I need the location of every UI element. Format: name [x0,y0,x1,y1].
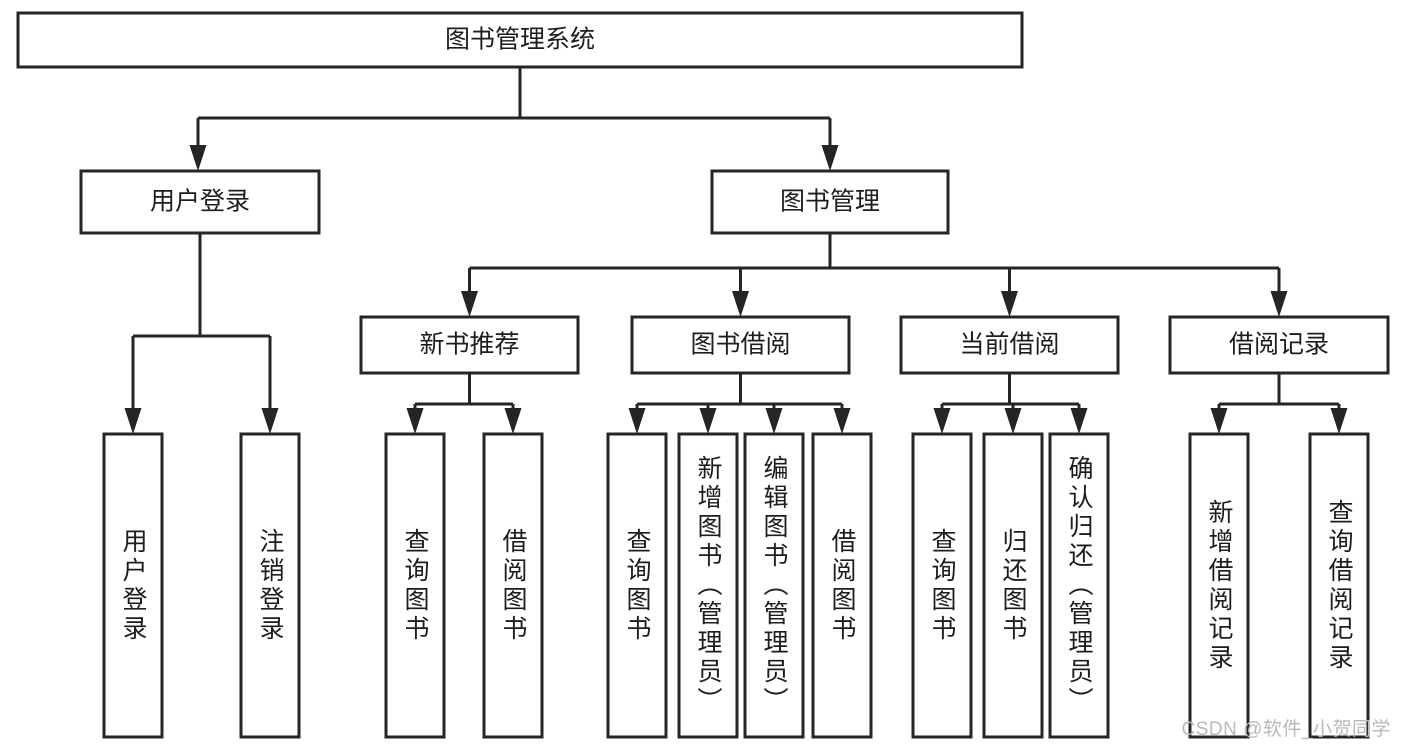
node-leaf-2[interactable] [384,432,446,739]
node-level2-1-rect [710,169,950,235]
node-leaf-6[interactable] [743,432,805,739]
node-leaf-7-rect [811,432,873,739]
node-level3-3-label: 借阅记录 [1229,331,1329,359]
edge-mgmt-to-l3-1-head [732,291,749,317]
node-level3-1-rect [630,315,851,375]
node-leaf-1[interactable] [239,432,301,739]
node-leaf-5-rect [677,432,739,739]
edge-leaf-12-head [1330,408,1348,434]
node-level3-0-rect [359,315,580,375]
node-leaf-11-rect [1188,432,1250,739]
edge-root-to-l2-0-head [189,145,207,171]
edge-leaf-10-head [1070,408,1088,434]
node-level3-0[interactable] [359,315,580,375]
node-leaf-6-rect [743,432,805,739]
node-leaf-11[interactable] [1188,432,1250,739]
node-leaf-12-rect [1308,432,1370,739]
node-leaf-12[interactable] [1308,432,1370,739]
edge-leaf-5-head [699,408,717,434]
node-level3-3-rect [1168,315,1390,375]
node-leaf-10[interactable] [1048,432,1110,739]
node-root-rect [16,11,1024,69]
node-leaf-10-rect [1048,432,1110,739]
node-level3-2-label: 当前借阅 [959,331,1059,359]
edge-root-to-l2-1-head [821,145,839,171]
node-leaf-9[interactable] [982,432,1044,739]
edge-leaf-2-head [406,408,424,434]
node-level3-2-rect [899,315,1120,375]
node-leaf-7[interactable] [811,432,873,739]
node-leaf-3-rect [482,432,544,739]
edge-leaf-1-head [261,408,279,434]
node-leaf-9-rect [982,432,1044,739]
node-level3-1-label: 图书借阅 [690,331,790,359]
node-leaf-8[interactable] [911,432,973,739]
edge-leaf-7-head [833,408,851,434]
node-level2-0-label: 用户登录 [150,188,250,216]
node-root[interactable] [16,11,1024,69]
node-leaf-2-rect [384,432,446,739]
node-leaf-4-rect [606,432,668,739]
node-root-label: 图书管理系统 [445,26,595,54]
node-level2-1-label: 图书管理 [780,188,880,216]
node-leaf-4[interactable] [606,432,668,739]
edge-leaf-3-head [504,408,522,434]
node-level3-1[interactable] [630,315,851,375]
node-level2-0-rect [79,169,321,235]
node-leaf-5[interactable] [677,432,739,739]
node-leaf-8-rect [911,432,973,739]
edge-leaf-6-head [765,408,783,434]
edge-leaf-0-head [124,408,142,434]
edge-leaf-8-head [933,408,951,434]
node-leaf-0[interactable] [102,432,164,739]
edge-mgmt-to-l3-2-head [1001,291,1018,317]
node-level3-2[interactable] [899,315,1120,375]
edge-mgmt-to-l3-0-head [461,291,478,317]
edge-mgmt-to-l3-3-head [1270,291,1288,317]
node-level2-1[interactable] [710,169,950,235]
edge-leaf-11-head [1210,408,1228,434]
node-leaf-1-rect [239,432,301,739]
node-leaf-3[interactable] [482,432,544,739]
edge-leaf-9-head [1004,408,1022,434]
node-leaf-0-rect [102,432,164,739]
node-level3-3[interactable] [1168,315,1390,375]
edges-layer [124,67,1348,434]
node-level3-0-label: 新书推荐 [419,331,519,359]
node-level2-0[interactable] [79,169,321,235]
watermark-text: CSDN @软件_小贺同学 [1181,719,1391,740]
edge-leaf-4-head [628,408,646,434]
